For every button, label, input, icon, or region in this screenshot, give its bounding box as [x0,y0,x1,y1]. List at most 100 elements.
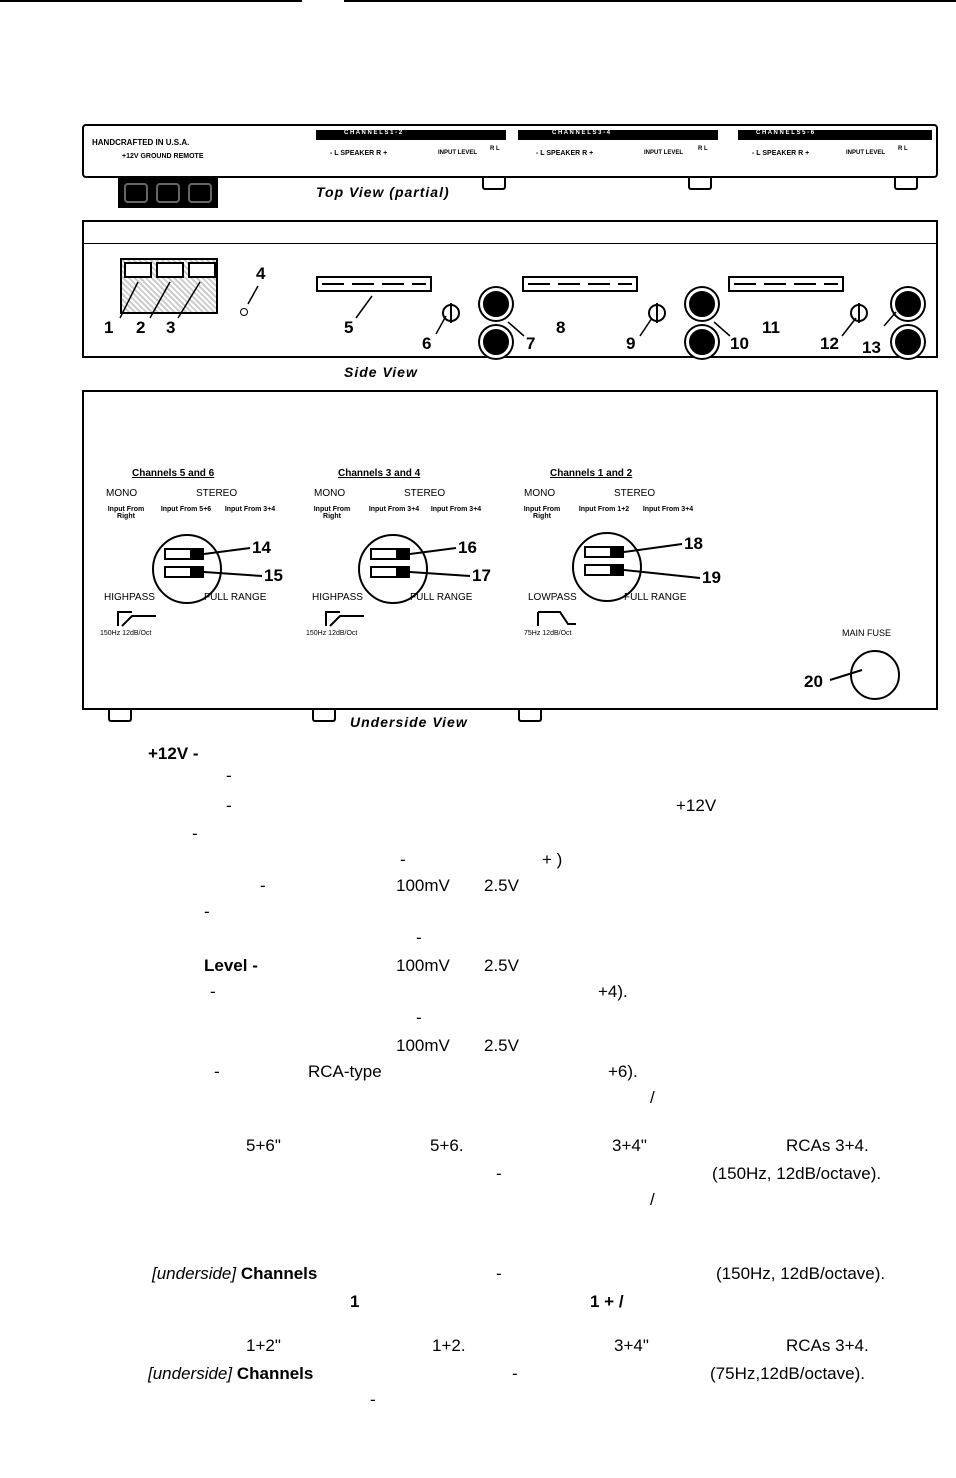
filter-spec-5-6: 150Hz 12dB/Oct [100,630,152,637]
rca-jack-3-top [892,288,924,320]
text-fragment: (150Hz, 12dB/octave). [716,1264,886,1283]
filter-label-5-6: HIGHPASS [104,592,155,603]
text-fragment: - [226,796,232,815]
text-fragment: 2.5V [484,1036,519,1055]
callout-13: 13 [862,338,881,357]
mono-label-1-2: MONO [524,488,556,499]
callout-17: 17 [472,566,491,585]
text-fragment: +6). [608,1062,638,1081]
top-foot-1 [482,178,506,190]
filter-label-1-2: LOWPASS [528,592,577,603]
input-mode-switch-3-4 [370,548,410,560]
input-mode-switch-1-2 [584,546,624,558]
callout-11: 11 [762,318,780,337]
text-fragment: 2.5V [484,876,519,895]
group-title-1-2: Channels 1 and 2 [550,468,633,479]
text-fragment: 2.5V [484,956,519,975]
rl-3-4: R L [698,146,708,152]
input-opt-b-5-6: Input From 5+6 [160,506,212,513]
callout-20: 20 [804,672,823,691]
underside-panel [82,390,938,710]
callout-9: 9 [626,334,636,353]
channel-header-5-6-text: C H A N N E L S 5 - 6 [756,130,815,136]
switch-housing-5-6 [152,534,222,604]
handcrafted-label: HANDCRAFTED IN U.S.A. [92,138,190,147]
text-fragment: 1 + / [590,1292,624,1311]
text-fragment: 3+4" [614,1336,649,1355]
input-level-3-4: INPUT LEVEL [644,150,684,156]
callout-19: 19 [702,568,721,587]
text-fragment: 5+6. [430,1136,464,1155]
power-terminal-screw-2 [156,183,180,203]
text-fragment: - [226,766,232,785]
text-fragment: 100mV [396,1036,450,1055]
top-view-panel [82,124,938,178]
text-fragment: - [416,1008,422,1027]
stereo-label-5-6: STEREO [196,488,238,499]
full-range-3-4: FULL RANGE [410,592,473,603]
filter-spec-1-2: 75Hz 12dB/Oct [524,630,572,637]
terminal-screw-2 [156,262,184,278]
text-fragment: / [650,1088,655,1107]
callout-6: 6 [422,334,432,353]
full-range-5-6: FULL RANGE [204,592,267,603]
text-fragment: Level - [204,956,258,975]
callout-10: 10 [730,334,749,353]
input-level-knob-1 [442,303,460,323]
main-fuse-label: MAIN FUSE [842,628,892,638]
text-fragment: + ) [542,850,563,869]
callout-2: 2 [136,318,146,337]
mono-label-3-4: MONO [314,488,346,499]
callout-5: 5 [344,318,354,337]
top-foot-3 [894,178,918,190]
channel-header-3-4-text: C H A N N E L S 3 - 4 [552,130,611,136]
stereo-label-1-2: STEREO [614,488,656,499]
terminal-labels-3-4: - L SPEAKER R + [536,150,594,157]
text-fragment: - [210,982,216,1001]
text-fragment: - [214,1062,220,1081]
text-fragment: +12V - [148,744,199,763]
input-level-1-2: INPUT LEVEL [438,150,478,156]
text-fragment: 1 [350,1292,360,1311]
input-opt-a-1-2: Input From Right [523,506,561,520]
input-opt-b-3-4: Input From 3+4 [368,506,420,513]
filter-label-3-4: HIGHPASS [312,592,363,603]
underside-leader-lines [117,543,863,681]
text-fragment: - [496,1264,502,1283]
text-fragment: (75Hz,12dB/octave). [710,1364,865,1383]
text-fragment: 1+2" [246,1336,281,1355]
text-fragment: - [512,1364,518,1383]
text-fragment: - [192,824,198,843]
full-range-1-2: FULL RANGE [624,592,687,603]
text-fragment: - [400,850,406,869]
rl-5-6: R L [898,146,908,152]
rca-jack-1-top [480,288,512,320]
filter-switch-1-2 [584,564,624,576]
text-fragment: 1+2. [432,1336,466,1355]
side-view-caption: Side View [344,364,418,380]
group-title-3-4: Channels 3 and 4 [338,468,421,479]
text-fragment: +12V [676,796,717,815]
underside-foot-1 [108,710,132,722]
text-fragment: (150Hz, 12dB/octave). [712,1164,882,1183]
channel-header-1-2-text: C H A N N E L S 1 - 2 [344,130,403,136]
callout-18: 18 [684,534,703,553]
side-view-leader-lines [119,281,897,337]
rca-jack-1-bottom [480,326,512,358]
text-fragment: RCAs 3+4. [786,1136,869,1155]
callout-3: 3 [166,318,176,337]
callout-8: 8 [556,318,566,337]
filter-spec-3-4: 150Hz 12dB/Oct [306,630,358,637]
input-opt-a-3-4: Input From Right [313,506,351,520]
speaker-terminal-slot-2 [522,276,638,292]
top-view-caption: Top View (partial) [316,184,450,200]
callout-4: 4 [256,264,266,283]
text-fragment: - [204,902,210,921]
top-foot-2 [688,178,712,190]
header-rule-right [344,0,956,2]
input-opt-b-1-2: Input From 1+2 [578,506,630,513]
group-title-5-6: Channels 5 and 6 [132,468,215,479]
rca-jack-3-bottom [892,326,924,358]
input-opt-c-3-4: Input From 3+4 [430,506,482,513]
text-fragment: [underside] Channels [148,1364,314,1383]
